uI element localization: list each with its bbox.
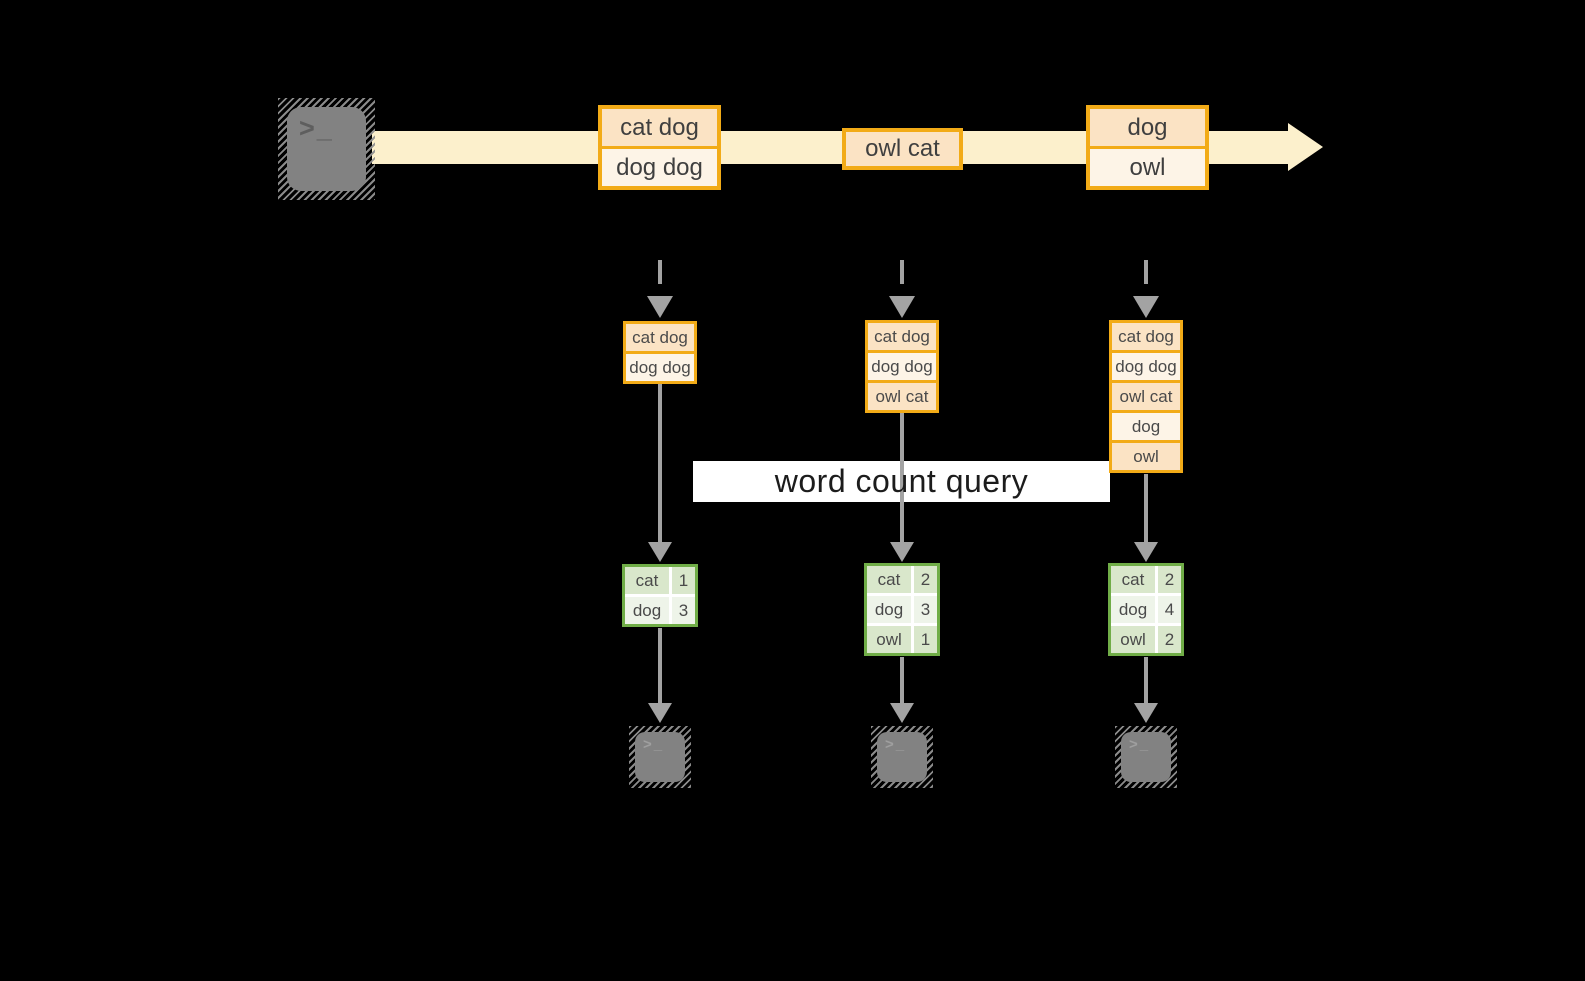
dashed-arrow-icon	[889, 260, 915, 318]
word-count-table-2: cat 2 dog 3 owl 1	[864, 563, 940, 656]
terminal-prompt-icon: >_	[885, 736, 907, 753]
count-cell: 2	[1158, 566, 1181, 593]
terminal-prompt-icon: >_	[1129, 736, 1151, 753]
stream-event-line: owl	[1090, 146, 1205, 186]
word-cell: cat	[1111, 566, 1155, 593]
terminal-prompt-icon: >_	[643, 736, 665, 753]
micro-batch-stack-3: cat dog dog dog owl cat dog owl	[1109, 320, 1183, 473]
count-cell: 4	[1158, 596, 1181, 623]
count-cell: 3	[914, 596, 937, 623]
word-count-table-3: cat 2 dog 4 owl 2	[1108, 563, 1184, 656]
micro-batch-cell: owl	[1112, 440, 1180, 470]
micro-batch-cell: dog dog	[626, 351, 694, 381]
word-cell: dog	[867, 596, 911, 623]
word-cell: dog	[1111, 596, 1155, 623]
terminal-screen: >_	[1121, 732, 1171, 782]
down-arrow-icon	[648, 384, 672, 562]
stream-event-box-1: cat dog dog dog	[598, 105, 721, 190]
word-cell: owl	[867, 626, 911, 653]
stream-event-box-2: owl cat	[842, 128, 963, 170]
sink-terminal-icon-1: >_	[629, 726, 691, 788]
sink-terminal-icon-2: >_	[871, 726, 933, 788]
stream-event-line: owl cat	[846, 132, 959, 166]
down-arrow-icon	[890, 657, 914, 723]
micro-batch-cell: dog dog	[868, 350, 936, 380]
down-arrow-icon	[1134, 657, 1158, 723]
word-count-table-1: cat 1 dog 3	[622, 564, 698, 627]
stream-event-box-3: dog owl	[1086, 105, 1209, 190]
count-cell: 1	[672, 567, 695, 594]
count-cell: 3	[672, 597, 695, 624]
micro-batch-cell: dog dog	[1112, 350, 1180, 380]
word-cell: dog	[625, 597, 669, 624]
word-cell: cat	[625, 567, 669, 594]
down-arrow-icon	[1134, 474, 1158, 562]
down-arrow-icon	[890, 413, 914, 562]
word-cell: cat	[867, 566, 911, 593]
terminal-screen: >_	[877, 732, 927, 782]
micro-batch-cell: cat dog	[626, 324, 694, 351]
micro-batch-cell: cat dog	[1112, 323, 1180, 350]
micro-batch-stack-1: cat dog dog dog	[623, 321, 697, 384]
sink-terminal-icon-3: >_	[1115, 726, 1177, 788]
down-arrow-icon	[648, 628, 672, 723]
terminal-screen: >_	[287, 107, 366, 191]
micro-batch-cell: owl cat	[868, 380, 936, 410]
stream-arrow-head-icon	[1288, 123, 1323, 171]
micro-batch-cell: cat dog	[868, 323, 936, 350]
word-cell: owl	[1111, 626, 1155, 653]
micro-batch-stack-2: cat dog dog dog owl cat	[865, 320, 939, 413]
count-cell: 2	[914, 566, 937, 593]
micro-batch-cell: owl cat	[1112, 380, 1180, 410]
source-terminal-icon: >_	[278, 98, 375, 200]
terminal-prompt-icon: >_	[299, 113, 334, 143]
stream-event-line: dog dog	[602, 146, 717, 186]
micro-batch-cell: dog	[1112, 410, 1180, 440]
query-banner-label: word count query	[774, 462, 1029, 499]
stream-event-line: cat dog	[602, 109, 717, 146]
terminal-screen: >_	[635, 732, 685, 782]
count-cell: 1	[914, 626, 937, 653]
dashed-arrow-icon	[1133, 260, 1159, 318]
count-cell: 2	[1158, 626, 1181, 653]
dashed-arrow-icon	[647, 260, 673, 318]
stream-event-line: dog	[1090, 109, 1205, 146]
